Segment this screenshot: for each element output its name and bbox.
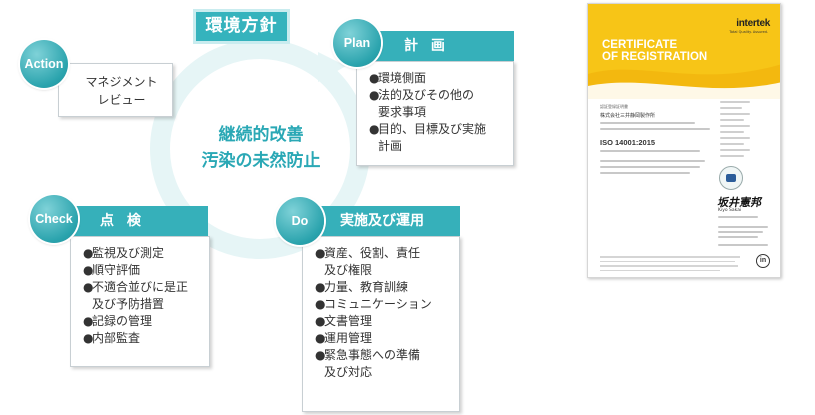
center-text: 継続的改善 汚染の未然防止 [166, 122, 356, 174]
list-item: ●環境側面 [369, 70, 505, 87]
text-line [600, 160, 705, 162]
bullet-icon: ● [315, 246, 326, 260]
certificate-company: 株式会社三井静岡製作所 [600, 113, 656, 119]
list-item-text: 監視及び測定 [92, 246, 165, 260]
action-line-2: レビュー [97, 93, 146, 107]
action-line-1: マネジメント [85, 75, 158, 89]
text-line [718, 236, 758, 238]
list-item-text: 資産、役割、責任 [324, 246, 421, 260]
list-item: ●不適合並びに是正及び予防措置 [83, 279, 203, 313]
check-list: ●監視及び測定 ●順守評価 ●不適合並びに是正及び予防措置 ●記録の管理 ●内部… [83, 245, 203, 347]
signer-name: Kiyo Sakai [718, 208, 742, 213]
intertek-tagline: Total Quality. Assured. [729, 30, 768, 34]
plan-circle: Plan [333, 19, 381, 67]
list-item-text-cont: 要求事項 [378, 105, 427, 119]
bullet-icon: ● [83, 246, 94, 260]
list-item-text: 法的及びその他の [378, 88, 475, 102]
bullet-icon: ● [83, 331, 94, 345]
list-item-text-cont: 及び予防措置 [92, 297, 165, 311]
list-item-text: コミュニケーション [324, 297, 432, 311]
do-box: ●資産、役割、責任及び権限 ●力量、教育訓練 ●コミュニケーション ●文書管理 … [302, 236, 460, 412]
list-item: ●資産、役割、責任及び権限 [315, 245, 453, 279]
bullet-icon: ● [83, 263, 94, 277]
certificate-footer [600, 256, 740, 274]
action-box: マネジメント レビュー [58, 63, 173, 117]
certificate-image: intertek Total Quality. Assured. CERTIFI… [587, 3, 781, 278]
action-circle: Action [20, 40, 68, 88]
in-logo-icon: in [756, 254, 770, 268]
list-item-text: 緊急事態への準備 [324, 348, 421, 362]
bullet-icon: ● [315, 280, 326, 294]
intertek-logo: intertek [736, 18, 770, 29]
list-item: ●コミュニケーション [315, 296, 453, 313]
bullet-icon: ● [369, 122, 380, 136]
do-header: 実施及び運用 [298, 206, 460, 236]
list-item-text-cont: 及び対応 [324, 365, 373, 379]
center-line-1: 継続的改善 [218, 125, 304, 145]
certificate-wave-graphic [588, 64, 780, 99]
list-item-text-cont: 及び権限 [324, 263, 373, 277]
plan-list: ●環境側面 ●法的及びその他の要求事項 ●目的、目標及び実施計画 [369, 70, 505, 155]
list-item-text: 文書管理 [324, 314, 373, 328]
do-circle: Do [276, 197, 324, 245]
list-item: ●緊急事態への準備及び対応 [315, 347, 453, 381]
certificate-title-line-2: OF REGISTRATION [602, 51, 708, 63]
check-box: ●監視及び測定 ●順守評価 ●不適合並びに是正及び予防措置 ●記録の管理 ●内部… [70, 236, 210, 367]
list-item: ●監視及び測定 [83, 245, 203, 262]
registration-label: 認証登録証明書 [600, 104, 628, 109]
bullet-icon: ● [315, 314, 326, 328]
list-item: ●順守評価 [83, 262, 203, 279]
text-line [600, 150, 700, 152]
plan-box: ●環境側面 ●法的及びその他の要求事項 ●目的、目標及び実施計画 [356, 61, 514, 166]
list-item-text: 記録の管理 [92, 314, 153, 328]
pdca-diagram: 環境方針 継続的改善 汚染の未然防止 マネジメント レビュー Action 計 … [20, 9, 514, 412]
list-item: ●力量、教育訓練 [315, 279, 453, 296]
policy-title: 環境方針 [193, 9, 290, 44]
text-line [718, 226, 768, 228]
certificate-title-line-1: CERTIFICATE [602, 39, 678, 51]
text-line [718, 216, 758, 218]
certificate-side-details [720, 101, 778, 161]
list-item-text: 運用管理 [324, 331, 373, 345]
list-item-text: 力量、教育訓練 [324, 280, 409, 294]
bullet-icon: ● [83, 314, 94, 328]
do-list: ●資産、役割、責任及び権限 ●力量、教育訓練 ●コミュニケーション ●文書管理 … [315, 245, 453, 381]
bullet-icon: ● [369, 71, 380, 85]
text-line [600, 166, 700, 168]
bullet-icon: ● [83, 280, 94, 294]
list-item: ●文書管理 [315, 313, 453, 330]
bullet-icon: ● [315, 348, 326, 362]
list-item-text: 目的、目標及び実施 [378, 122, 487, 136]
text-line [600, 122, 695, 124]
bullet-icon: ● [315, 331, 326, 345]
list-item: ●運用管理 [315, 330, 453, 347]
bullet-icon: ● [369, 88, 380, 102]
cycle-arrow-icon [318, 52, 346, 82]
text-line [718, 244, 768, 246]
list-item-text: 不適合並びに是正 [92, 280, 189, 294]
certificate-header: intertek Total Quality. Assured. CERTIFI… [588, 4, 780, 99]
list-item: ●内部監査 [83, 330, 203, 347]
certificate-standard: ISO 14001:2015 [600, 138, 656, 147]
ukas-mark-icon [719, 166, 743, 190]
list-item: ●法的及びその他の要求事項 [369, 87, 505, 121]
certificate-title: CERTIFICATE OF REGISTRATION [602, 39, 707, 63]
list-item: ●目的、目標及び実施計画 [369, 121, 505, 155]
text-line [600, 172, 690, 174]
check-header: 点 検 [52, 206, 208, 236]
plan-header: 計 画 [356, 31, 514, 61]
list-item-text: 環境側面 [378, 71, 427, 85]
list-item-text-cont: 計画 [378, 139, 403, 153]
list-item: ●記録の管理 [83, 313, 203, 330]
bullet-icon: ● [315, 297, 326, 311]
text-line [718, 231, 763, 233]
list-item-text: 内部監査 [92, 331, 141, 345]
check-circle: Check [30, 195, 78, 243]
center-line-2: 汚染の未然防止 [201, 151, 321, 171]
text-line [600, 128, 710, 130]
list-item-text: 順守評価 [92, 263, 141, 277]
